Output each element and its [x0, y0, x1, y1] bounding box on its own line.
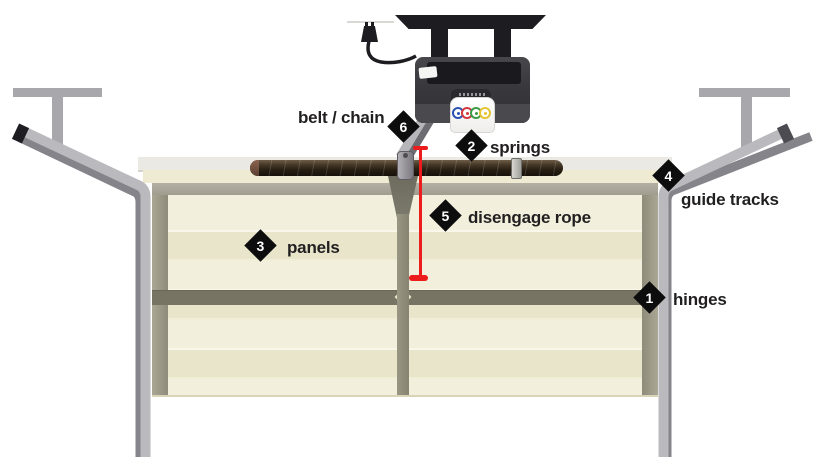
mount-leg-right: [494, 27, 511, 59]
label-number: 3: [256, 237, 265, 254]
label-text-panels: panels: [287, 238, 340, 257]
opener-button-yellow: [479, 107, 491, 119]
ceiling-hanger-left: [13, 88, 102, 97]
label-text-disengage-rope: disengage rope: [468, 208, 591, 227]
plug-prong: [371, 22, 374, 27]
plug-prong: [365, 22, 368, 27]
label-number: 2: [467, 137, 476, 154]
opener-motor-top-panel: [427, 62, 521, 84]
rope-handle: [409, 275, 428, 281]
track-end-cap-right: [776, 123, 795, 144]
rope-release-lever: [413, 146, 428, 150]
track-end-cap-left: [11, 123, 30, 144]
ceiling-hanger-post-left: [52, 96, 63, 150]
mount-leg-left: [431, 27, 448, 59]
ceiling-mount-bar: [395, 15, 546, 29]
label-number: 4: [664, 167, 673, 184]
ceiling-hanger-post-right: [741, 96, 752, 150]
power-plug-icon: [361, 26, 378, 42]
label-text-springs: springs: [490, 138, 551, 157]
spring-clamp-bolt: [403, 153, 408, 158]
label-number: 5: [441, 207, 450, 224]
label-text-guide-tracks: guide tracks: [681, 190, 779, 209]
label-text-hinges: hinges: [673, 290, 727, 309]
disengage-rope: [419, 149, 422, 277]
label-number: 1: [645, 289, 654, 306]
spring-collar: [511, 158, 522, 179]
grille-dots: [459, 93, 485, 96]
spring-center-clamp: [397, 151, 414, 180]
door-stile-center: [397, 214, 409, 395]
label-number: 6: [399, 118, 408, 135]
ceiling-hanger-right: [699, 88, 790, 97]
spring-end-cap: [250, 160, 259, 176]
opener-motor-sticker: [418, 66, 438, 79]
label-text-belt-chain: belt / chain: [298, 108, 385, 127]
ceiling-line: [347, 21, 394, 23]
